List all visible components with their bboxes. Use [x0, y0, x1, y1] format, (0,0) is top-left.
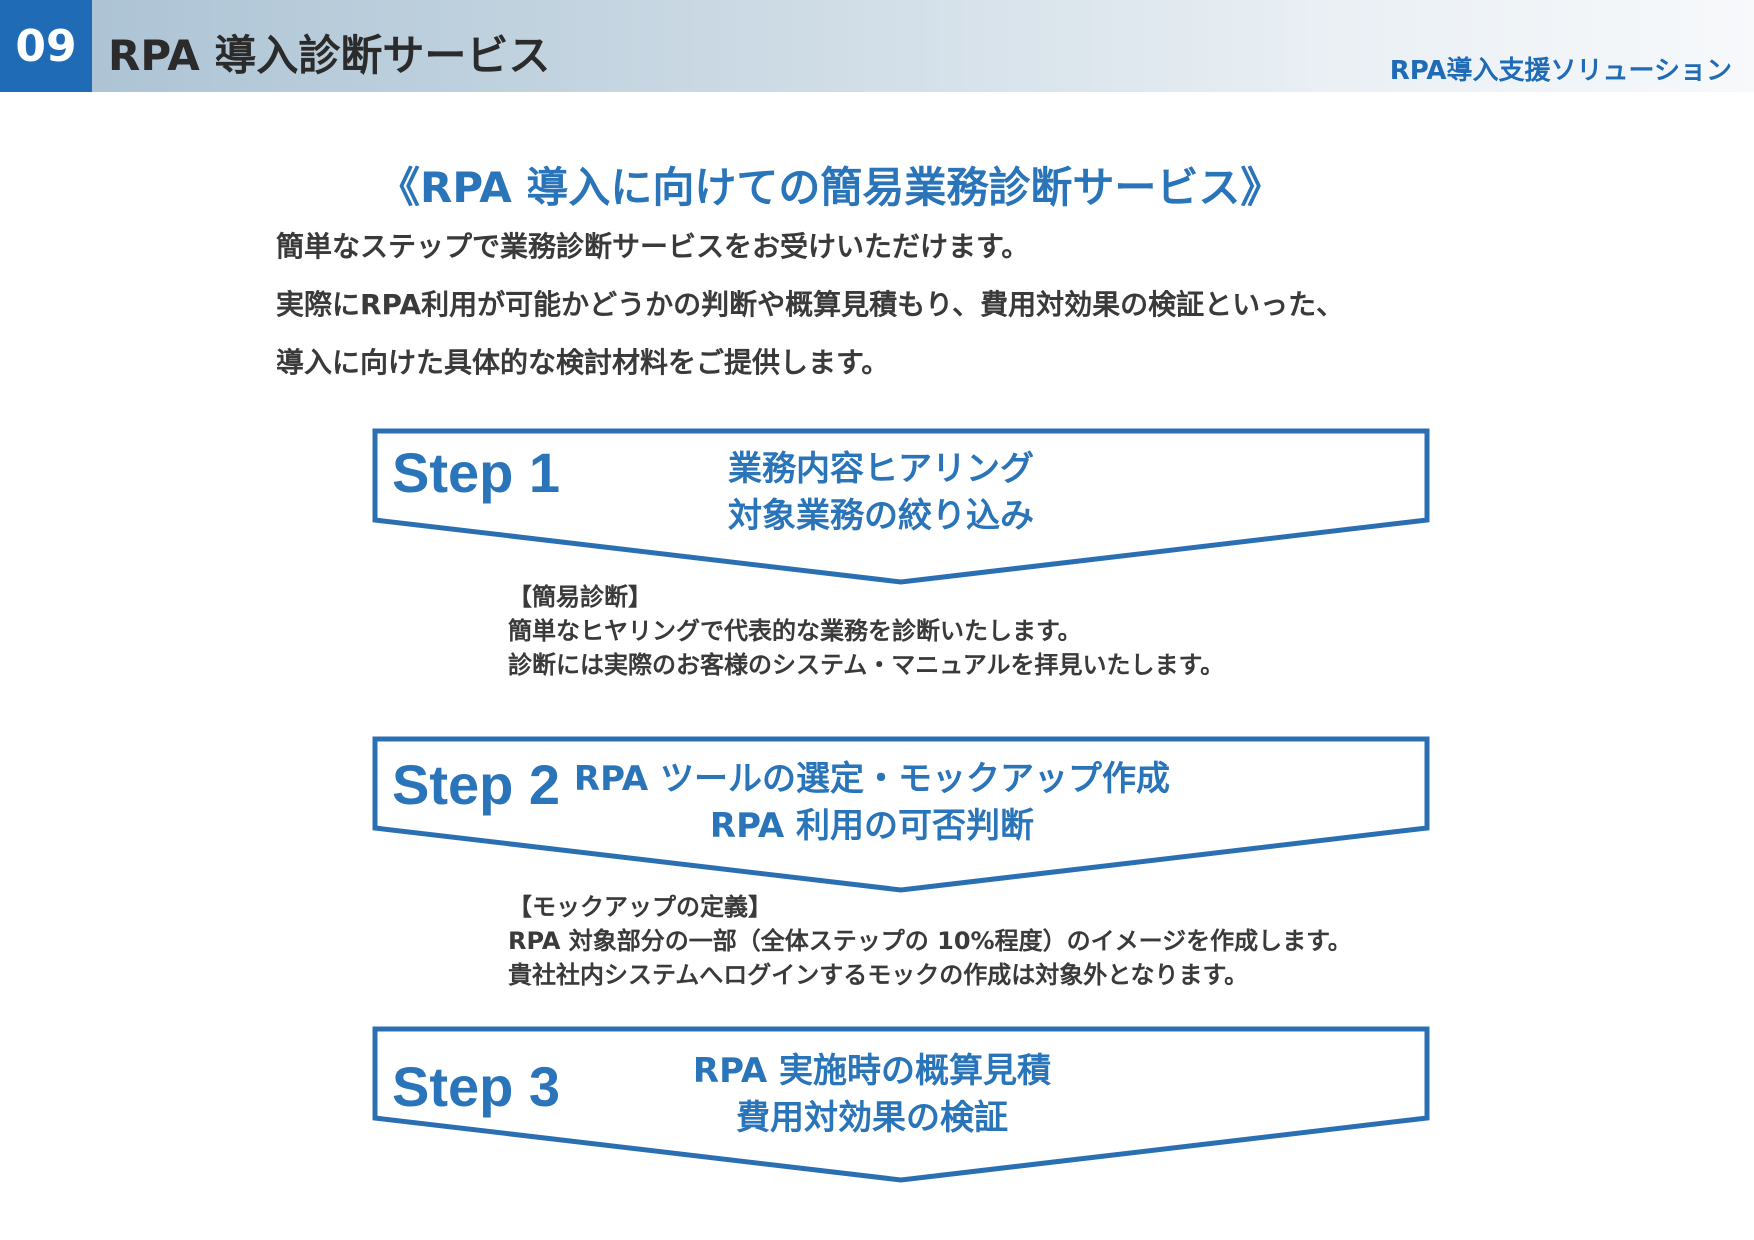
step-arrow-shape — [372, 428, 1430, 585]
step-arrow-shape — [372, 1026, 1430, 1183]
intro-line: 実際にRPA利用が可能かどうかの判断や概算見積もり、費用対効果の検証といった、 — [276, 288, 1345, 321]
step-description: 業務内容ヒアリング 対象業務の絞り込み — [728, 446, 1034, 540]
step-description-line: RPA 実施時の概算見積 — [692, 1051, 1052, 1091]
step-description: RPA 実施時の概算見積 費用対効果の検証 — [652, 1048, 1092, 1142]
step-2-note: 【モックアップの定義】 RPA 対象部分の一部（全体ステップの 10%程度）のイ… — [508, 890, 1352, 992]
note-title: 【簡易診断】 — [508, 583, 652, 611]
intro-line: 導入に向けた具体的な検討材料をご提供します。 — [276, 346, 890, 379]
step-description-line: RPA 利用の可否判断 — [709, 806, 1035, 846]
header-bar: 09 RPA 導入診断サービス RPA導入支援ソリューション — [0, 0, 1754, 92]
section-heading: 《RPA 導入に向けての簡易業務診断サービス》 — [378, 163, 1283, 212]
note-title: 【モックアップの定義】 — [508, 893, 772, 921]
step-3-box: Step 3 RPA 実施時の概算見積 費用対効果の検証 — [372, 1026, 1430, 1186]
section-number-badge: 09 — [0, 0, 92, 92]
page-subtitle: RPA導入支援ソリューション — [1389, 56, 1732, 86]
intro-line: 簡単なステップで業務診断サービスをお受けいただけます。 — [276, 230, 1030, 263]
step-description-line: RPA ツールの選定・モックアップ作成 — [573, 759, 1171, 799]
note-line: 診断には実際のお客様のシステム・マニュアルを拝見いたします。 — [508, 651, 1225, 679]
step-1-box: Step 1 業務内容ヒアリング 対象業務の絞り込み — [372, 428, 1430, 588]
note-line: 貴社社内システムへログインするモックの作成は対象外となります。 — [508, 961, 1249, 989]
step-description: RPA ツールの選定・モックアップ作成 RPA 利用の可否判断 — [552, 756, 1192, 850]
note-line: RPA 対象部分の一部（全体ステップの 10%程度）のイメージを作成します。 — [508, 927, 1352, 955]
step-1-note: 【簡易診断】 簡単なヒヤリングで代表的な業務を診断いたします。 診断には実際のお… — [508, 580, 1224, 682]
step-label: Step 3 — [392, 1055, 561, 1118]
step-description-line: 費用対効果の検証 — [736, 1098, 1008, 1138]
note-line: 簡単なヒヤリングで代表的な業務を診断いたします。 — [508, 617, 1082, 645]
step-label: Step 1 — [392, 441, 561, 504]
step-2-box: Step 2 RPA ツールの選定・モックアップ作成 RPA 利用の可否判断 — [372, 736, 1430, 896]
step-arrow-shape — [372, 736, 1430, 893]
step-description-line: 対象業務の絞り込み — [728, 496, 1034, 536]
page-title: RPA 導入診断サービス — [108, 31, 551, 80]
step-description-line: 業務内容ヒアリング — [728, 449, 1034, 489]
intro-paragraph: 簡単なステップで業務診断サービスをお受けいただけます。 実際にRPA利用が可能か… — [276, 218, 1344, 392]
step-label: Step 2 — [392, 753, 561, 816]
